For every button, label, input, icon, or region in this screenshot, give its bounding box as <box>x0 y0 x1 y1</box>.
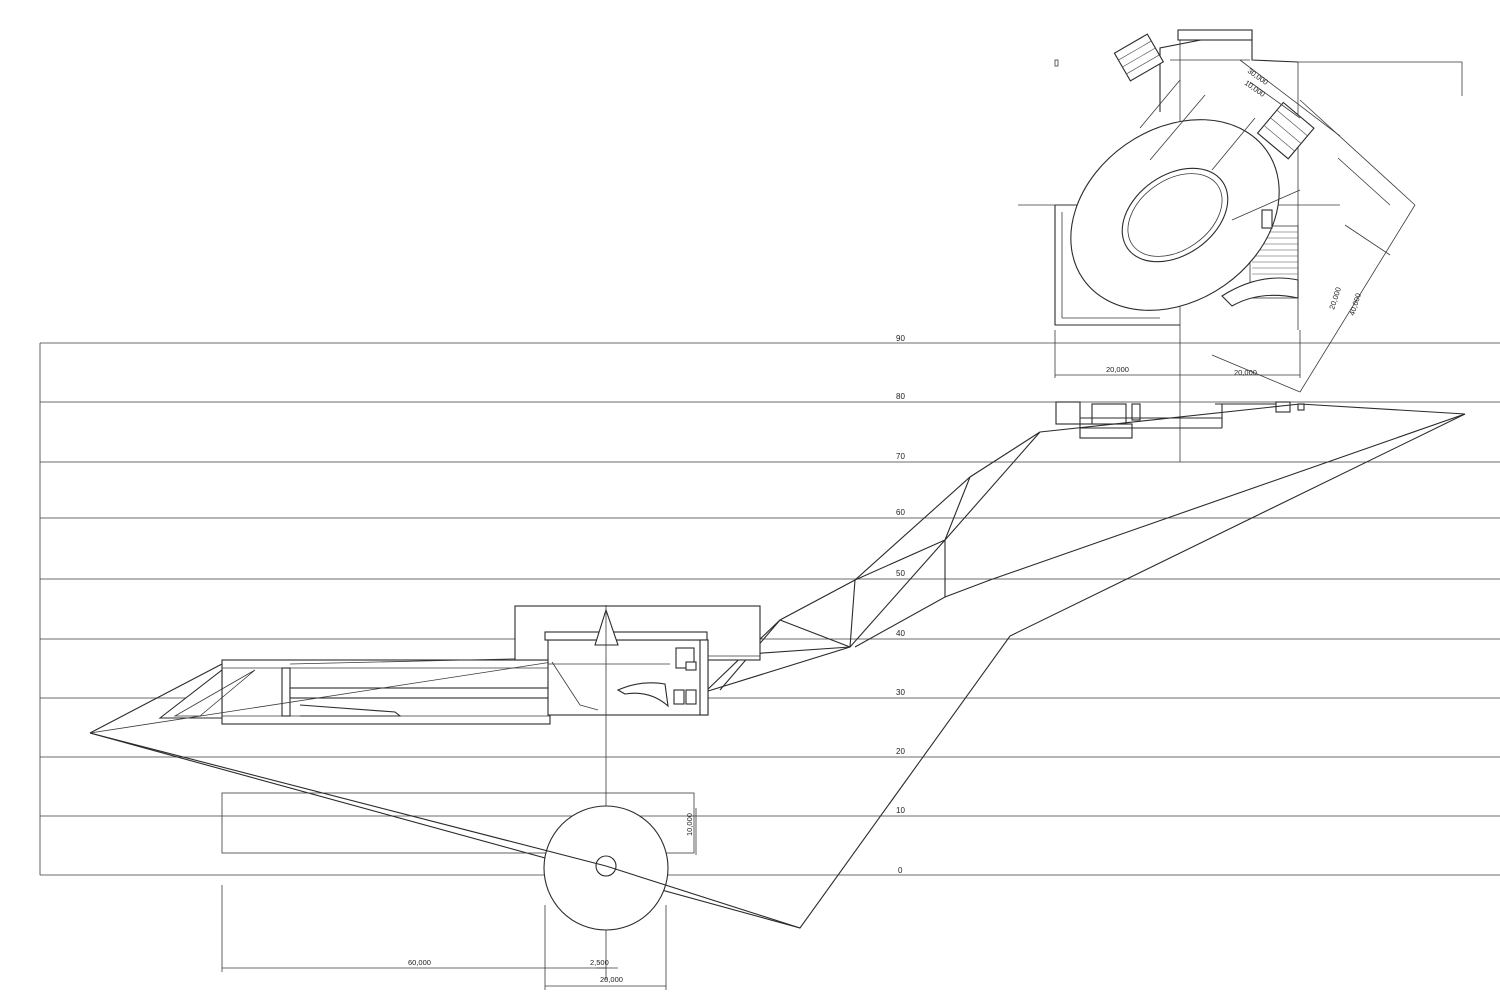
site-rectangle <box>221 792 695 854</box>
upper-section-box-b <box>1079 423 1133 439</box>
plan-radial-1 <box>1149 94 1206 161</box>
upper-section-box-a <box>1055 401 1081 425</box>
upper-section <box>1055 401 1305 439</box>
ramp-upper-fold <box>854 413 1466 648</box>
grid-label-40: 40 <box>896 629 905 638</box>
dim-diag-ticks <box>1211 354 1301 393</box>
elevation-grid: 90 80 70 60 50 40 30 20 10 0 <box>39 334 1500 876</box>
ramp-outer-right <box>89 413 1466 929</box>
dim-base-60: 60,000 <box>408 958 431 967</box>
section-left-wedge <box>158 668 223 719</box>
section-central-roof <box>544 631 708 641</box>
plan-stair-right <box>1256 101 1315 160</box>
grid-label-50: 50 <box>896 569 905 578</box>
dim-base-20: 20,000 <box>600 975 623 984</box>
plan-ellipse-ring <box>1070 119 1280 311</box>
lower-section <box>89 605 761 734</box>
dim-vert-10: 10,000 <box>685 813 694 836</box>
dim-diag-inner <box>1337 157 1391 206</box>
plan-door-small <box>1261 209 1273 229</box>
plan-outline <box>1054 205 1180 326</box>
upper-section-box-d <box>1131 403 1141 421</box>
plan-top-right-wall <box>1298 61 1463 96</box>
section-curved-stair <box>616 682 669 708</box>
section-left-inner-wedge <box>173 669 256 717</box>
grid-label-90: 90 <box>896 334 905 343</box>
plan-stair-top-left <box>1113 33 1165 82</box>
ramp-left-tip-top <box>89 663 223 734</box>
dim-diag-40: 40,000 <box>1347 292 1363 317</box>
plan-top-block <box>1159 29 1299 112</box>
grid-label-70: 70 <box>896 452 905 461</box>
dim-diag-inner-2 <box>1344 224 1391 256</box>
dim-diag-outer-2 <box>1299 204 1416 393</box>
dim-diag-outer <box>1299 99 1416 206</box>
plan-top-slab <box>1177 29 1253 41</box>
grid-label-20: 20 <box>896 747 905 756</box>
grid-label-80: 80 <box>896 392 905 401</box>
plan-radial-2 <box>1211 117 1256 171</box>
plan-radial-4 <box>1231 189 1301 221</box>
dim-base-2500: 2,500 <box>590 958 609 967</box>
section-spire <box>594 608 619 646</box>
plan-curved-ramp <box>1221 277 1299 307</box>
grid-label-10: 10 <box>896 806 905 815</box>
upper-plan: 20,000 20,000 20,000 40,000 30,000 10,00… <box>1018 29 1463 462</box>
ramp-top-edge <box>1039 403 1466 433</box>
dim-plan-width-b: 20,000 <box>1234 368 1257 377</box>
dim-diag-20: 20,000 <box>1327 286 1343 311</box>
grid-label-0: 0 <box>898 866 903 875</box>
grid-label-60: 60 <box>896 508 905 517</box>
site-plan: 60,000 2,500 20,000 10,000 <box>89 605 801 990</box>
dim-plan-width-a: 20,000 <box>1106 365 1129 374</box>
upper-section-box-c <box>1091 403 1127 425</box>
ramp-zigzag-inner <box>704 431 1041 693</box>
plan-marker <box>1054 59 1059 67</box>
section-blade <box>299 704 402 717</box>
plan-radial-3 <box>1139 79 1181 129</box>
grid-label-30: 30 <box>896 688 905 697</box>
